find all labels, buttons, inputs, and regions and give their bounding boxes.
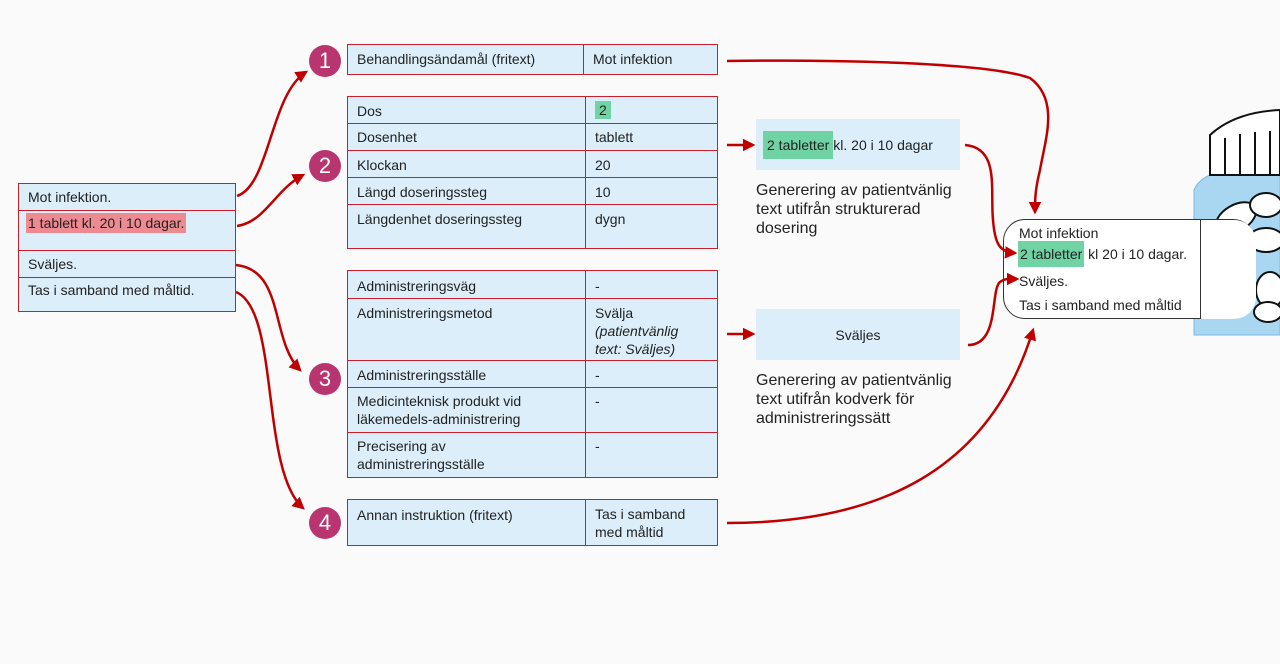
table-cell-label: Dos [347, 96, 586, 124]
table-cell-label: Administreringsställe [347, 360, 586, 388]
label-fold [1200, 220, 1256, 319]
table-cell-value: - [585, 360, 718, 388]
table-cell-value: 2 [585, 96, 718, 124]
table-row: Klockan 20 [347, 150, 718, 178]
label-dosage-rest: kl 20 i 10 dagar. [1084, 246, 1188, 262]
table-row: Administreringsväg - [347, 270, 718, 299]
table-administration: Administreringsväg - Administreringsmeto… [347, 270, 718, 478]
table-cell-value: tablett [585, 123, 718, 151]
table-cell-label: Administreringsmetod [347, 298, 586, 361]
table-cell-value: 20 [585, 150, 718, 178]
source-prescription-box: Mot infektion. 1 tablett kl. 20 i 10 dag… [18, 183, 236, 312]
table-cell-value: - [585, 387, 718, 433]
method-patient-text: (patientvänlig text: Sväljes) [595, 323, 679, 357]
table-cell-label: Administreringsväg [347, 270, 586, 299]
instruction-value: Tas i samband med måltid [595, 506, 686, 540]
table-row: Behandlingsändamål (fritext) Mot infekti… [347, 44, 718, 75]
source-line-administration-text: Sväljes. [28, 256, 78, 272]
table-cell-label: Annan instruktion (fritext) [347, 499, 586, 546]
arrow-to-marker-1 [236, 70, 309, 198]
source-dosage-highlight: 1 tablett kl. 20 i 10 dagar. [26, 213, 187, 233]
result-admin-text: Sväljes [835, 326, 881, 343]
table-treatment-purpose: Behandlingsändamål (fritext) Mot infekti… [347, 44, 718, 75]
source-line-indication-text: Mot infektion. [28, 189, 112, 205]
source-line-administration: Sväljes. [19, 251, 235, 278]
table-row: Administreringsmetod Svälja (patientvänl… [347, 298, 718, 361]
source-line-instruction: Tas i samband med måltid. [19, 278, 235, 312]
table-row: Administreringsställe - [347, 360, 718, 388]
table-row: Längd doseringssteg 10 [347, 177, 718, 205]
table-other-instruction: Annan instruktion (fritext) Tas i samban… [347, 499, 718, 546]
table-row: Precisering av administreringsställe - [347, 432, 718, 478]
table-cell-value: Svälja (patientvänlig text: Sväljes) [585, 298, 718, 361]
table-row: Dos 2 [347, 96, 718, 124]
marker-1: 1 [309, 45, 341, 77]
source-line-indication: Mot infektion. [19, 184, 235, 211]
table-cell-value: - [585, 432, 718, 478]
arrow-to-marker-4 [235, 290, 305, 510]
table-row: Annan instruktion (fritext) Tas i samban… [347, 499, 718, 546]
table-cell-value: - [585, 270, 718, 299]
table-row: Medicinteknisk produkt vid läkemedels-ad… [347, 387, 718, 433]
table-cell-label: Medicinteknisk produkt vid läkemedels-ad… [347, 387, 586, 433]
result-dosage-highlight: 2 tabletter [763, 130, 834, 159]
medication-label: Mot infektion 2 tabletter kl 20 i 10 dag… [1003, 219, 1256, 319]
marker-2: 2 [309, 150, 341, 182]
marker-4: 4 [309, 507, 341, 539]
source-line-instruction-text: Tas i samband med måltid. [28, 282, 195, 298]
table-row: Längdenhet doseringssteg dygn [347, 204, 718, 249]
label-dosage-highlight: 2 tabletter [1018, 241, 1085, 267]
table-dosage: Dos 2 Dosenhet tablett Klockan 20 Längd … [347, 96, 718, 249]
arrow-to-marker-2 [236, 173, 306, 228]
label-line-administration: Sväljes. [1019, 273, 1069, 289]
table-row: Dosenhet tablett [347, 123, 718, 151]
caption-dosage: Generering av patientvänlig text utifrån… [756, 182, 952, 237]
table-cell-label: Precisering av administreringsställe [347, 432, 586, 478]
table-cell-label: Längd doseringssteg [347, 177, 586, 205]
table-cell-value: Tas i samband med måltid [585, 499, 718, 546]
label-line-instruction: Tas i samband med måltid [1019, 297, 1182, 313]
table-cell-label: Längdenhet doseringssteg [347, 204, 586, 249]
source-line-dosage: 1 tablett kl. 20 i 10 dagar. [19, 211, 235, 251]
table-cell-label: Behandlingsändamål (fritext) [347, 44, 584, 75]
table-cell-label: Dosenhet [347, 123, 586, 151]
label-line-dosage: 2 tabletter kl 20 i 10 dagar. [1018, 241, 1188, 267]
result-admin-box: Sväljes [756, 309, 960, 360]
table-cell-value: Mot infektion [583, 44, 718, 75]
table-cell-label: Klockan [347, 150, 586, 178]
marker-3: 3 [309, 363, 341, 395]
caption-admin: Generering av patientvänlig text utifrån… [756, 372, 952, 427]
table-cell-value: dygn [585, 204, 718, 249]
table-cell-value: 10 [585, 177, 718, 205]
label-line-indication: Mot infektion [1019, 225, 1099, 241]
arrow-to-marker-3 [235, 263, 302, 372]
result-dosage-box: 2 tabletter kl. 20 i 10 dagar [756, 119, 960, 170]
result-dosage-rest: kl. 20 i 10 dagar [833, 136, 933, 153]
dose-value-highlight: 2 [595, 101, 611, 119]
method-value: Svälja [595, 305, 634, 321]
